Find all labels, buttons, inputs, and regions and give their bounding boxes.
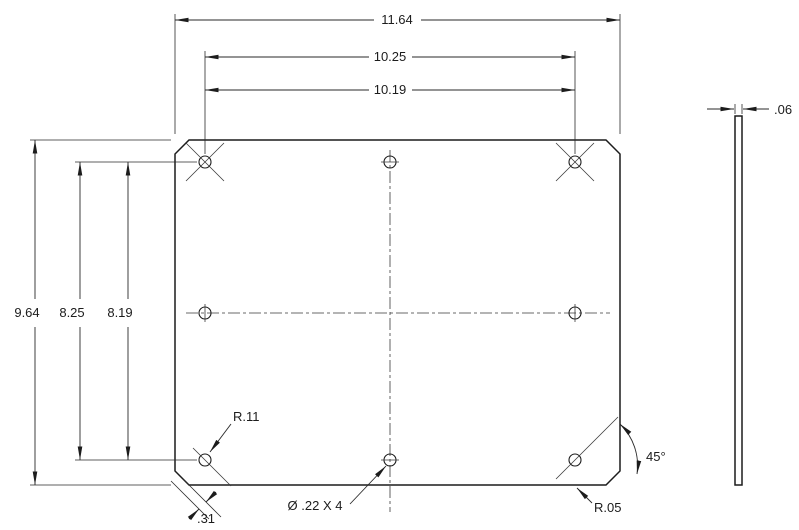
- dim-overall-height: 9.64: [14, 139, 171, 486]
- dimensions: 11.64 10.25 10.19 9.64: [14, 12, 792, 526]
- dimension-arrow: [187, 508, 200, 521]
- dim-hole-span-outer-width: 10.25: [204, 49, 576, 154]
- dim-text-overall-height: 9.64: [14, 305, 39, 320]
- dim-text-hole-span-outer-height: 8.25: [59, 305, 84, 320]
- dim-chamfer-width: .31: [170, 478, 222, 526]
- dim-text-hole-span-inner-height: 8.19: [107, 305, 132, 320]
- corner-hole-centermarks: [185, 142, 619, 487]
- hole-circle: [198, 155, 212, 169]
- dim-text-chamfer-angle: 45°: [646, 449, 666, 464]
- dimension-arrow: [205, 490, 218, 503]
- leader-line: [576, 487, 593, 504]
- dim-text-hole-span-inner-width: 10.19: [374, 82, 407, 97]
- dim-chamfer-angle: 45°: [619, 423, 666, 475]
- dim-text-overall-width: 11.64: [381, 12, 413, 27]
- callout-fillet-radius: R.05: [576, 487, 621, 515]
- dim-hole-span-outer-height: 8.25: [59, 161, 197, 461]
- plate-outline: [174, 139, 621, 486]
- diagonal-centermark: [192, 447, 232, 487]
- dim-hole-span-inner-height: 8.19: [107, 162, 133, 460]
- callout-text-corner-radius: R.11: [233, 409, 260, 424]
- callout-hole-spec: Ø .22 X 4: [288, 465, 387, 513]
- diagonal-centermark: [555, 142, 595, 182]
- extension-line: [170, 480, 210, 520]
- leader-line: [349, 465, 387, 505]
- dim-text-chamfer-width: .31: [197, 511, 215, 526]
- hole-circle: [198, 453, 212, 467]
- leader-line: [209, 423, 232, 453]
- front-view: [174, 139, 621, 512]
- side-view-outline: [734, 115, 743, 486]
- callout-text-fillet-radius: R.05: [594, 500, 621, 515]
- leader-callouts: R.11 Ø .22 X 4 R.05: [209, 409, 621, 515]
- dim-text-hole-span-outer-width: 10.25: [374, 49, 407, 64]
- hole-circle: [568, 453, 582, 467]
- centerlines: [186, 150, 610, 512]
- side-view: [734, 115, 743, 486]
- hole-circle: [568, 155, 582, 169]
- extension-line: [182, 478, 222, 518]
- callout-corner-radius: R.11: [209, 409, 260, 453]
- callout-text-hole-spec: Ø .22 X 4: [288, 498, 343, 513]
- dim-thickness: .06: [707, 102, 792, 117]
- diagonal-centermark: [555, 416, 619, 480]
- dim-text-thickness: .06: [774, 102, 792, 117]
- hole-ticks: [204, 161, 576, 461]
- dim-overall-width: 11.64: [174, 12, 621, 134]
- diagonal-centermark: [185, 142, 225, 182]
- angle-arc: [619, 423, 642, 475]
- dim-hole-span-inner-width: 10.19: [205, 82, 575, 97]
